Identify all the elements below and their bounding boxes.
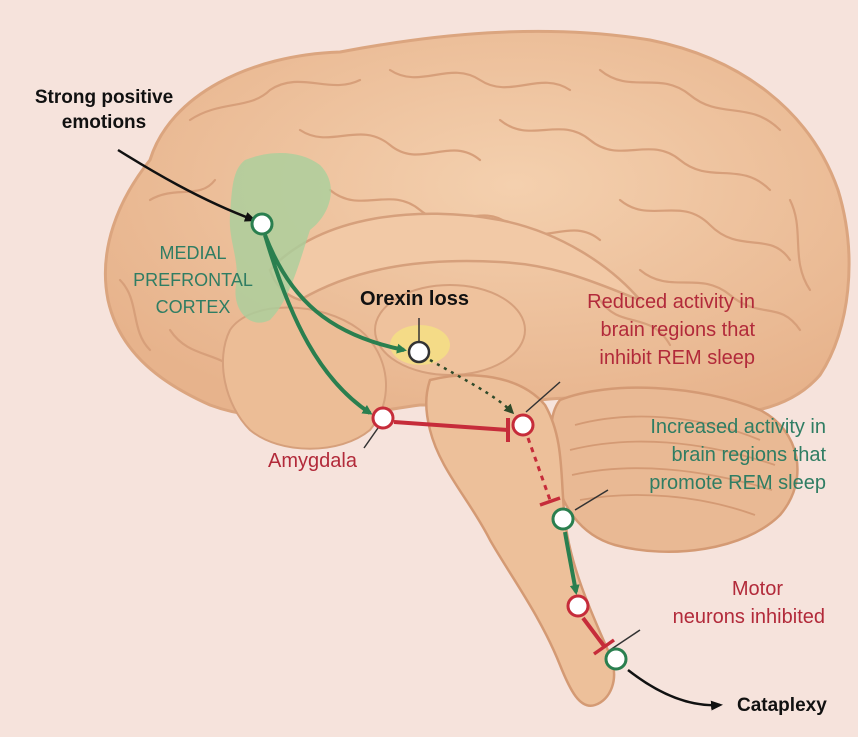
increased-activity-line-1: Increased activity in xyxy=(596,413,826,441)
rem-inhibit-node xyxy=(513,415,533,435)
mpfc-node xyxy=(252,214,272,234)
reduced-activity-line-2: brain regions that xyxy=(540,316,755,344)
increased-activity-line-3: promote REM sleep xyxy=(596,469,826,497)
increased-activity-line-2: brain regions that xyxy=(596,441,826,469)
strong-positive-emotions-line-2: emotions xyxy=(14,110,194,135)
strong-positive-emotions-line-1: Strong positive xyxy=(14,85,194,110)
orexin-node xyxy=(409,342,429,362)
increased-activity-label: Increased activity in brain regions that… xyxy=(596,413,826,497)
motor-leader-line xyxy=(610,630,640,650)
mpfc-line-2: PREFRONTAL xyxy=(118,267,268,294)
motor-neurons-line-2: neurons inhibited xyxy=(645,603,825,631)
amygdala-node xyxy=(373,408,393,428)
motor-neurons-line-1: Motor xyxy=(645,575,825,603)
orexin-loss-label: Orexin loss xyxy=(360,287,469,312)
reduced-activity-line-1: Reduced activity in xyxy=(540,288,755,316)
reduced-activity-label: Reduced activity in brain regions that i… xyxy=(540,288,755,372)
cataplexy-output-arrow xyxy=(628,670,720,705)
mpfc-line-1: MEDIAL xyxy=(118,240,268,267)
medial-prefrontal-cortex-label: MEDIAL PREFRONTAL CORTEX xyxy=(118,240,268,321)
motor-relay-node xyxy=(568,596,588,616)
rem-promote-node xyxy=(553,509,573,529)
amygdala-label: Amygdala xyxy=(268,449,357,474)
motor-neurons-label: Motor neurons inhibited xyxy=(645,575,825,631)
motor-neurons-node xyxy=(606,649,626,669)
strong-positive-emotions-label: Strong positive emotions xyxy=(14,85,194,135)
reduced-activity-line-3: inhibit REM sleep xyxy=(540,344,755,372)
mpfc-line-3: CORTEX xyxy=(118,294,268,321)
cataplexy-label: Cataplexy xyxy=(737,693,827,718)
